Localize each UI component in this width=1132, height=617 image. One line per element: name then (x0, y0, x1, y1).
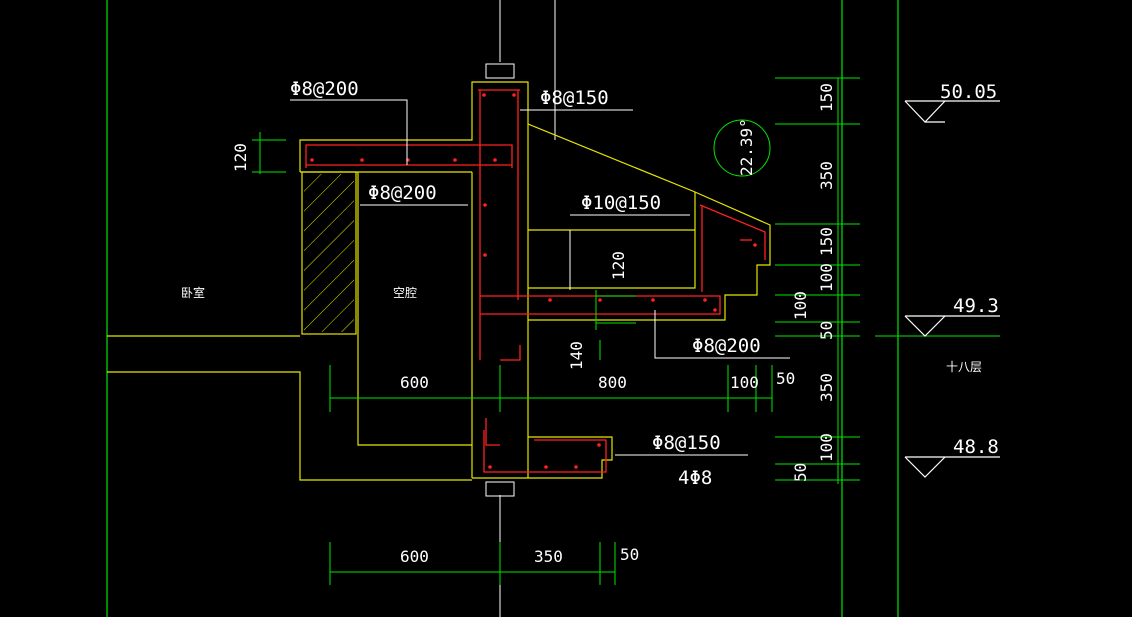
rebar-label-column-top: Φ8@150 (540, 87, 609, 109)
dim-right-8: 50 (791, 463, 810, 482)
dim-canopy-thickness: 120 (609, 251, 628, 280)
dim-row2-2: 50 (620, 545, 639, 564)
angle-label: 22.39° (737, 118, 756, 176)
dim-row2-0: 600 (400, 547, 429, 566)
room-label-bedroom: 卧室 (181, 285, 205, 300)
dim-right-5: 50 (817, 321, 836, 340)
dim-right-3: 100 (817, 263, 836, 292)
dim-right-6: 350 (817, 373, 836, 402)
rebar-dots (310, 93, 757, 469)
room-label-floor: 十八层 (946, 360, 982, 374)
dim-right-2: 150 (817, 227, 836, 256)
dim-row1-3: 50 (776, 369, 795, 388)
rebar-label-slab-under: Φ8@200 (368, 182, 437, 204)
leader-lines (290, 99, 790, 456)
dim-row1-0: 600 (400, 373, 429, 392)
dim-right-0: 150 (817, 83, 836, 112)
break-symbols (485, 63, 515, 497)
dim-right-7: 100 (817, 433, 836, 462)
level-label-mid: 49.3 (953, 295, 999, 317)
wall-hatch (304, 174, 354, 332)
level-markers (904, 100, 1000, 478)
dim-right-1: 350 (817, 161, 836, 190)
rebar-label-sloped-roof: Φ10@150 (581, 192, 661, 214)
dim-row1-1: 800 (598, 373, 627, 392)
concrete-outline (107, 81, 771, 481)
dim-row1-2: 100 (730, 373, 759, 392)
dim-slab-thickness: 120 (231, 143, 250, 172)
rebar-lines (305, 89, 766, 473)
rebar-label-lower-beam-bars: 4Φ8 (678, 467, 712, 489)
rebar-label-slab-top: Φ8@200 (290, 78, 359, 100)
right-dimension-labels: 150 350 150 100 100 50 350 100 50 (791, 83, 836, 482)
dim-beam-depth: 140 (567, 341, 586, 370)
rebar-label-lower-beam: Φ8@150 (652, 432, 721, 454)
rebar-label-canopy-bottom: Φ8@200 (692, 335, 761, 357)
room-label-cavity: 空腔 (393, 285, 417, 300)
dimension-lines (252, 77, 1000, 585)
dim-row2-1: 350 (534, 547, 563, 566)
level-label-top: 50.05 (940, 81, 997, 103)
level-label-bottom: 48.8 (953, 436, 999, 458)
axis-lines (106, 0, 899, 617)
dim-right-4: 100 (791, 291, 810, 320)
